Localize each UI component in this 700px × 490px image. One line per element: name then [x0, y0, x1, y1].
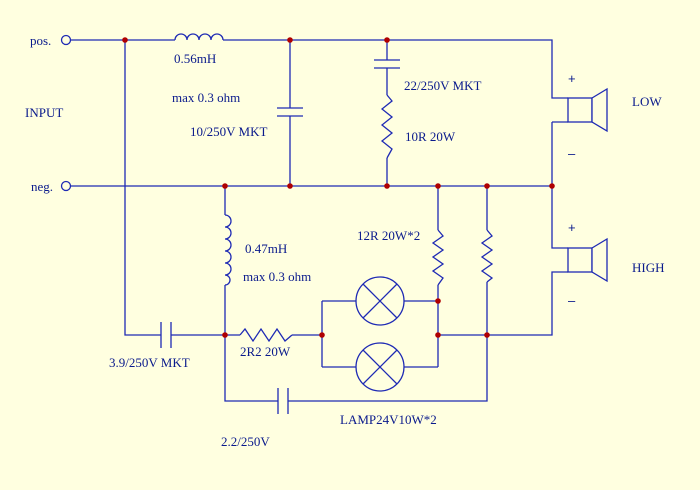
junction-dots — [122, 37, 555, 338]
res-parallel-2-symbol — [480, 229, 494, 283]
cap-zobel-label: 22/250V MKT — [404, 78, 481, 93]
inductor-low-value: 0.56mH — [174, 51, 216, 66]
lamps-label: LAMP24V10W*2 — [340, 412, 437, 427]
inductor-high-symbol — [224, 214, 232, 286]
cap-bypass-label: 2.2/250V — [221, 434, 270, 449]
inductor-high-resistance: max 0.3 ohm — [243, 269, 311, 284]
res-series-label: 2R2 20W — [240, 344, 291, 359]
inductor-low-resistance: max 0.3 ohm — [172, 90, 240, 105]
wires — [71, 39, 568, 402]
inductor-low-symbol — [174, 33, 224, 41]
res-parallel-label: 12R 20W*2 — [357, 228, 420, 243]
res-series-symbol — [239, 327, 293, 343]
cap-low-shunt-symbol — [277, 107, 303, 117]
input-label: INPUT — [25, 105, 63, 120]
pos-terminal — [60, 34, 72, 46]
lamp-2-symbol — [355, 342, 405, 392]
speaker-low-icon — [567, 87, 608, 133]
speaker-high-label: HIGH — [632, 260, 665, 275]
res-zobel-symbol — [380, 94, 394, 159]
speaker-low-plus: + — [568, 71, 576, 86]
neg-terminal — [60, 180, 72, 192]
inductor-high-value: 0.47mH — [245, 241, 287, 256]
cap-bypass-symbol — [277, 388, 289, 414]
res-parallel-1-symbol — [431, 229, 445, 286]
cap-zobel-symbol — [374, 59, 400, 69]
cap-high-series-symbol — [160, 322, 172, 348]
speaker-high-icon — [567, 237, 608, 283]
cap-high-series-label: 3.9/250V MKT — [109, 355, 190, 370]
pos-terminal-label: pos. — [30, 33, 51, 48]
speaker-low-minus: – — [568, 146, 576, 161]
speaker-low-label: LOW — [632, 94, 662, 109]
cap-low-shunt-label: 10/250V MKT — [190, 124, 267, 139]
lamp-1-symbol — [355, 276, 405, 326]
input-terminals — [60, 34, 72, 192]
neg-terminal-label: neg. — [31, 179, 53, 194]
speaker-high-plus: + — [568, 220, 576, 235]
speaker-high-minus: – — [568, 293, 576, 308]
res-zobel-label: 10R 20W — [405, 129, 456, 144]
